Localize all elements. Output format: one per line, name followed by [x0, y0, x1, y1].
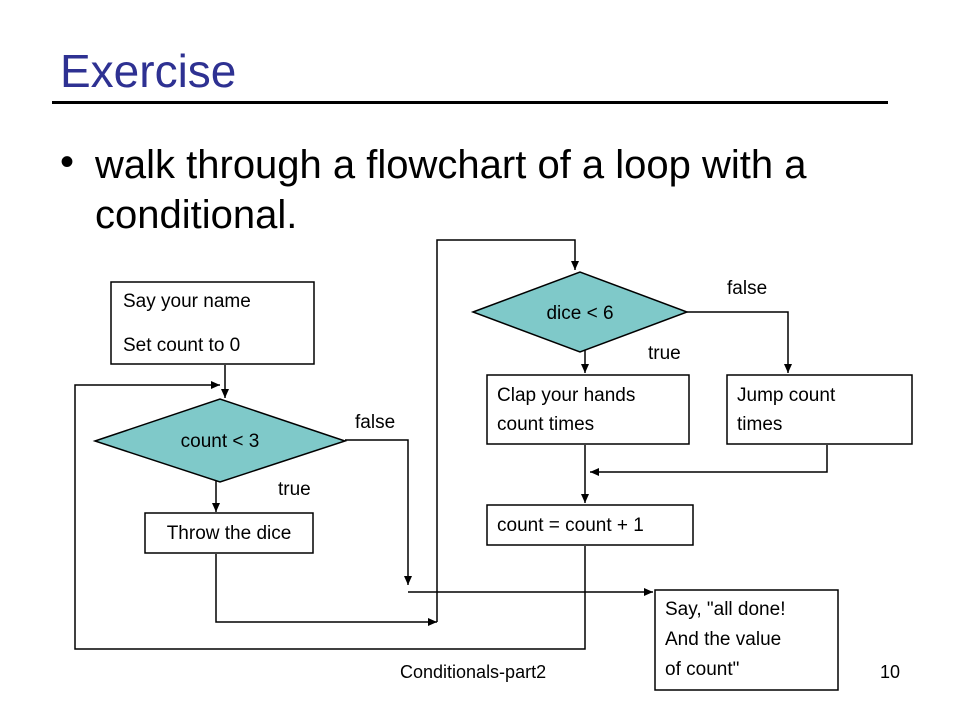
- edge-to-dice: [436, 239, 579, 622]
- edge-loop-back: [74, 381, 586, 650]
- clap-line-2: count times: [497, 414, 594, 435]
- increment-box: count = count + 1: [486, 504, 694, 546]
- clap-box: Clap your hands count times: [486, 374, 690, 445]
- done-line-1: Say, "all done!: [665, 599, 785, 620]
- start-line-2: Set count to 0: [123, 335, 240, 356]
- bullet-marker: •: [60, 140, 75, 184]
- footer-title: Conditionals-part2: [400, 662, 547, 682]
- clap-line-1: Clap your hands: [497, 385, 635, 406]
- connectors: [74, 239, 828, 650]
- increment-text: count = count + 1: [497, 515, 644, 536]
- throw-dice-text: Throw the dice: [167, 523, 292, 544]
- count-false-label: false: [355, 412, 395, 433]
- jump-line-1: Jump count: [737, 385, 836, 406]
- count-decision-diamond: count < 3: [92, 398, 348, 483]
- edge-dice-false: [687, 311, 792, 373]
- edge-count-false: [345, 439, 412, 585]
- done-line-2: And the value: [665, 629, 781, 650]
- start-line-1: Say your name: [123, 291, 251, 312]
- count-true-label: true: [278, 479, 311, 500]
- dice-true-label: true: [648, 343, 681, 364]
- dice-false-label: false: [727, 278, 767, 299]
- done-line-3: of count": [665, 659, 739, 680]
- jump-box: Jump count times: [726, 374, 913, 445]
- start-box: Say your name Set count to 0: [110, 281, 315, 365]
- slide-title: Exercise: [60, 45, 237, 97]
- count-condition-text: count < 3: [181, 431, 260, 452]
- page-number: 10: [880, 662, 901, 682]
- done-box: Say, "all done! And the value of count": [654, 589, 839, 691]
- dice-decision-diamond: dice < 6: [470, 271, 690, 353]
- dice-condition-text: dice < 6: [546, 303, 613, 324]
- edge-jump-merge: [590, 445, 828, 476]
- jump-line-2: times: [737, 414, 782, 435]
- edge-throw-down: [215, 554, 437, 626]
- throw-dice-box: Throw the dice: [144, 512, 314, 554]
- bullet-text: walk through a flowchart of a loop with …: [95, 143, 807, 237]
- title-underline: [52, 101, 888, 104]
